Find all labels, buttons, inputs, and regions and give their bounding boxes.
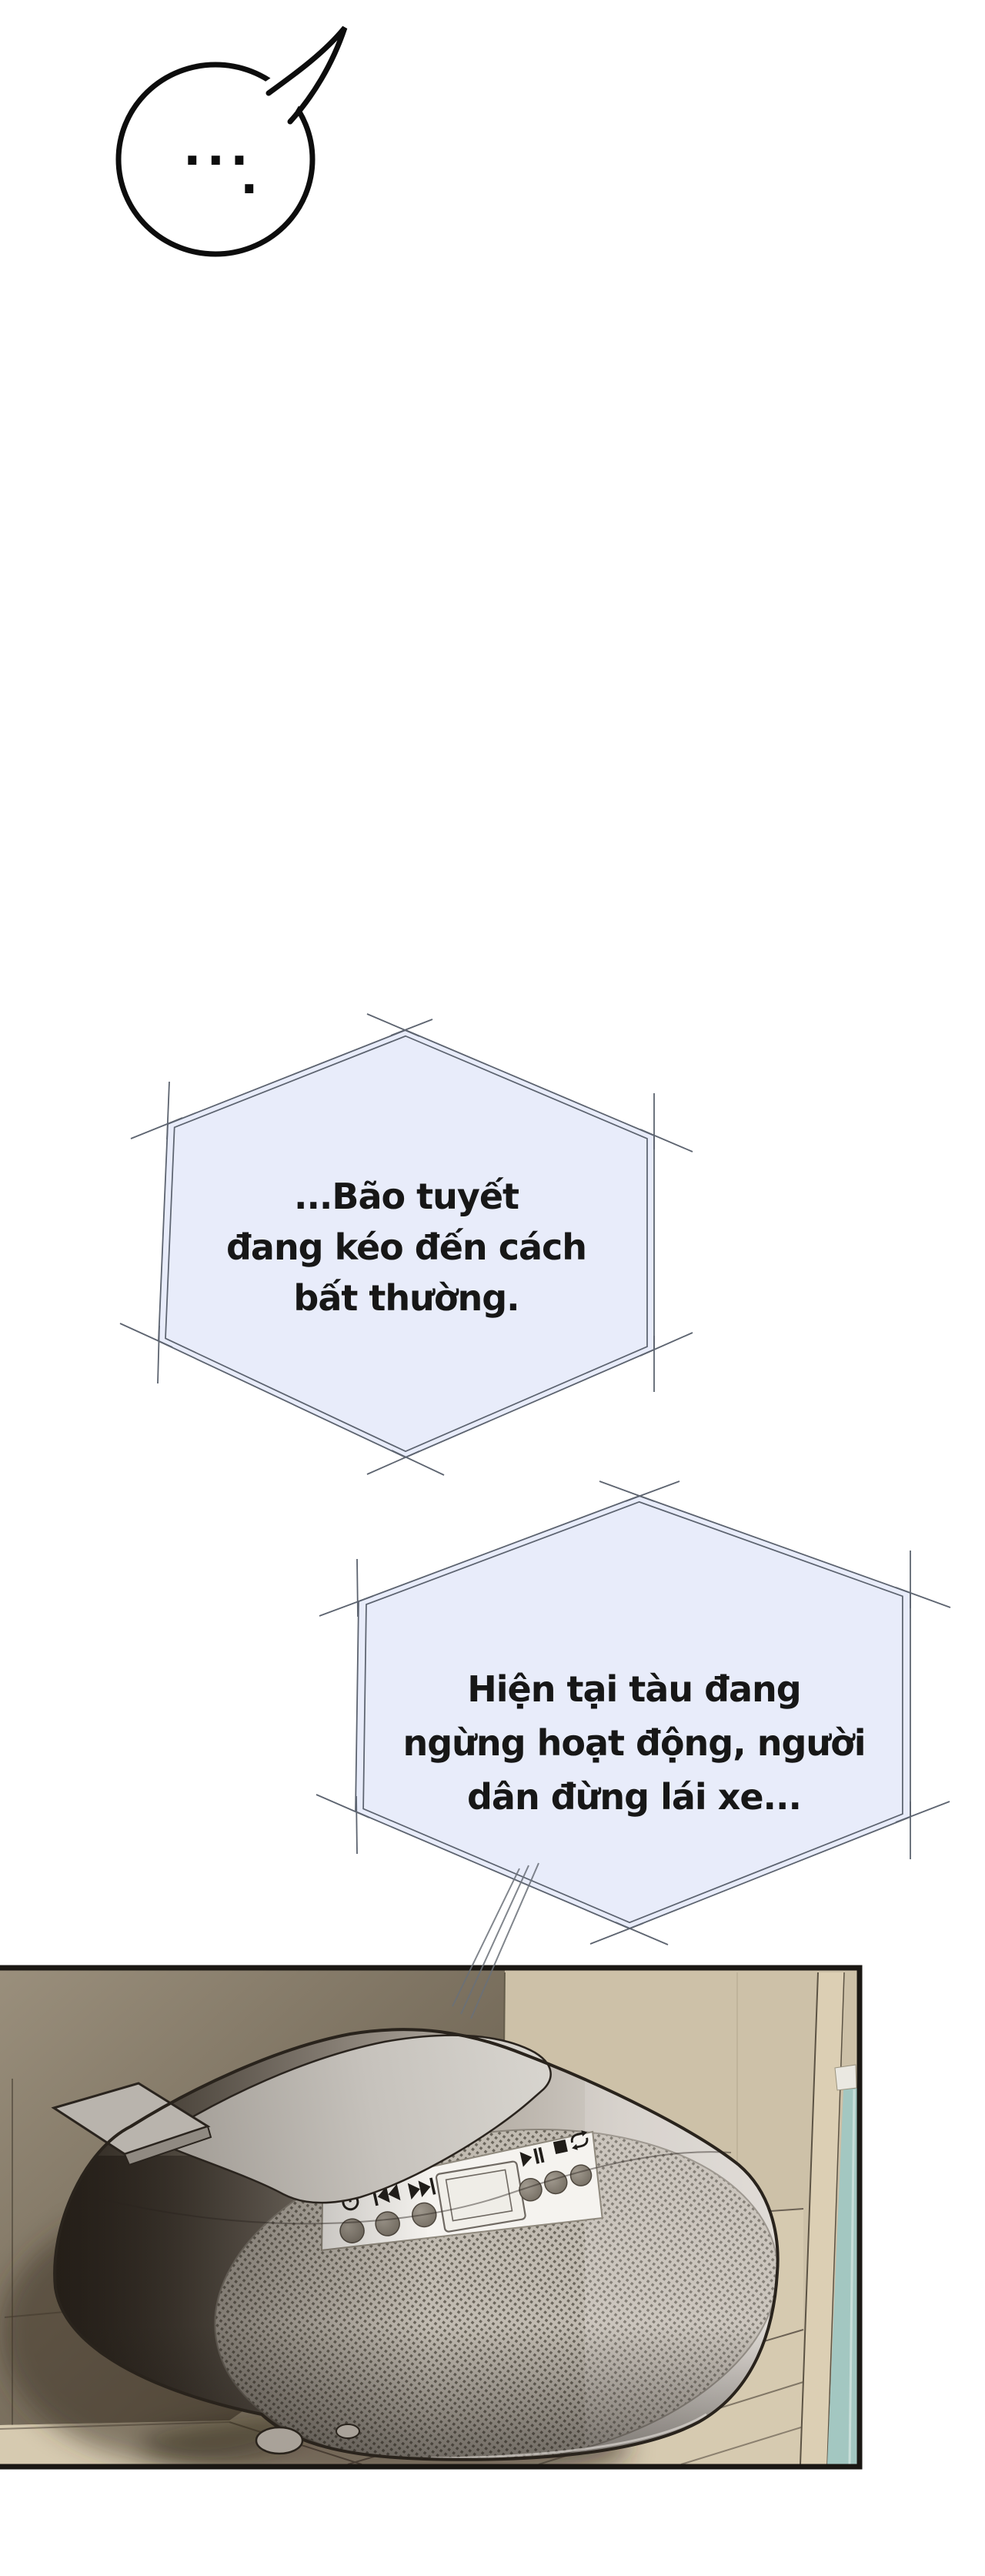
hexagon-inner-line bbox=[165, 1035, 648, 1453]
broadcast-bubble-text: Hiện tại tàu đang ngừng hoạt động, người… bbox=[402, 1668, 866, 1818]
radio-panel-illustration bbox=[0, 1965, 863, 2470]
cd-lid bbox=[152, 2034, 552, 2204]
wall-notch bbox=[834, 2064, 857, 2091]
hexagon-inner-line bbox=[362, 1500, 903, 1924]
stop-icon bbox=[553, 2139, 568, 2155]
ellipsis-dots: ... bbox=[183, 120, 254, 176]
weather-hexagon-bubble bbox=[119, 1013, 693, 1476]
radio-foot-small bbox=[336, 2424, 360, 2439]
hexagon-sketch-ticks bbox=[316, 1480, 951, 1945]
teal-highlight bbox=[848, 2089, 856, 2464]
hexagon-sketch-ticks bbox=[119, 1013, 693, 1476]
play-pause-icon bbox=[519, 2146, 545, 2167]
radio-foot bbox=[255, 2426, 304, 2455]
bottom-rim-highlight bbox=[430, 2413, 707, 2460]
weather-bubble-text: ...Bão tuyết đang kéo đến cách bất thườn… bbox=[225, 1176, 587, 1319]
trailing-dot: . bbox=[240, 149, 259, 205]
cabinet-side-plank bbox=[800, 1972, 844, 2464]
play-pause-button bbox=[519, 2177, 543, 2202]
display-window bbox=[435, 2160, 526, 2233]
panel-frame bbox=[0, 1965, 863, 2470]
top-speech-bubble bbox=[115, 25, 348, 257]
stop-button bbox=[543, 2170, 568, 2195]
broadcast-bubble-tail bbox=[452, 1862, 539, 2019]
repeat-button bbox=[569, 2164, 593, 2186]
bubble-tail-outline bbox=[265, 25, 348, 125]
body-crease bbox=[99, 2151, 732, 2225]
bubble-body bbox=[115, 62, 316, 257]
broadcast-hexagon-bubble bbox=[316, 1480, 951, 1945]
plank-edge bbox=[826, 1972, 845, 2464]
handle-edge bbox=[123, 2125, 212, 2166]
plank-edge bbox=[800, 1972, 819, 2464]
repeat-icon bbox=[570, 2130, 589, 2150]
